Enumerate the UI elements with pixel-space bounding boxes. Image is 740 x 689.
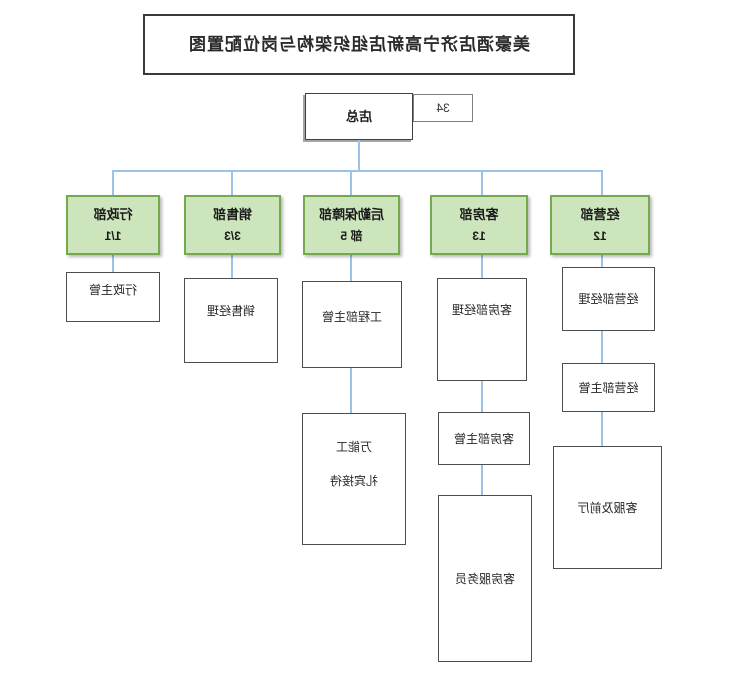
chart-title: 美豪酒店济宁高新店组织架构与岗位配置图	[143, 14, 575, 75]
connector-horizontal	[112, 170, 603, 172]
dept-name: 后勤保障部	[319, 206, 385, 222]
staff-node-engineering-supervisor: 工程部主管	[302, 281, 402, 368]
dept-count: 3/3	[224, 229, 241, 244]
staff-label: 经营部经理	[578, 292, 639, 306]
connector-d1-c2	[481, 465, 483, 495]
dept-name: 客房部	[459, 206, 499, 222]
staff-label: 客房服务员	[455, 571, 516, 586]
connector-dept-2	[350, 172, 352, 195]
staff-label: 工程部主管	[322, 309, 383, 324]
connector-d4-c0	[112, 255, 114, 272]
staff-label: 行政主管	[89, 283, 138, 297]
staff-node-housekeeping-supervisor: 客房部主管	[438, 412, 530, 465]
staff-label: 客房部经理	[452, 302, 513, 317]
staff-node-operations-manager: 经营部经理	[562, 267, 655, 331]
staff-label: 经营部主管	[578, 380, 639, 395]
dept-count: 12	[593, 229, 607, 244]
dept-name: 销售部	[213, 206, 253, 222]
staff-label: 客服及前厅	[577, 500, 638, 515]
total-count-box: 34	[413, 94, 473, 122]
dept-count: 部 5	[340, 229, 363, 244]
dept-count: 13	[472, 229, 486, 244]
dept-name: 行政部	[93, 206, 133, 222]
connector-dept-1	[481, 172, 483, 195]
dept-node-sales: 销售部 3/3	[184, 195, 281, 255]
staff-label-line1: 万能工	[336, 440, 373, 454]
staff-node-housekeeping-manager: 客房部经理	[437, 278, 527, 381]
connector-root-down	[358, 140, 360, 170]
staff-label-line2: 礼宾接待	[330, 474, 379, 488]
staff-node-room-attendant: 客房服务员	[438, 495, 532, 662]
dept-node-housekeeping: 客房部 13	[430, 195, 528, 255]
staff-node-operations-supervisor: 经营部主管	[562, 363, 655, 412]
connector-d2-c1	[350, 368, 352, 413]
staff-label: 客房部主管	[454, 431, 515, 446]
dept-node-operations: 经营部 12	[550, 195, 650, 255]
staff-node-frontdesk-service: 客服及前厅	[553, 446, 662, 569]
staff-node-admin-supervisor: 行政主管	[66, 272, 160, 322]
connector-d0-c0	[601, 255, 603, 267]
chart-title-text: 美豪酒店济宁高新店组织架构与岗位配置图	[188, 34, 530, 54]
connector-dept-0	[601, 172, 603, 195]
dept-node-logistics: 后勤保障部 部 5	[303, 195, 400, 255]
dept-count: 1/1	[104, 229, 122, 244]
connector-d0-c2	[601, 412, 603, 446]
connector-dept-4	[112, 172, 114, 195]
connector-d3-c0	[231, 255, 233, 278]
connector-d0-c1	[601, 331, 603, 363]
root-node-label: 店总	[346, 108, 373, 124]
staff-node-sales-manager: 销售经理	[184, 278, 278, 363]
connector-dept-3	[231, 172, 233, 195]
root-node: 店总	[305, 93, 413, 140]
connector-d1-c1	[481, 381, 483, 412]
staff-label: 销售经理	[207, 303, 256, 318]
staff-node-handyman-concierge: 万能工 礼宾接待	[302, 413, 406, 545]
dept-node-admin: 行政部 1/1	[66, 195, 160, 255]
dept-name: 经营部	[580, 206, 620, 222]
connector-d2-c0	[350, 255, 352, 281]
total-count-value: 34	[436, 101, 450, 115]
connector-d1-c0	[481, 255, 483, 278]
